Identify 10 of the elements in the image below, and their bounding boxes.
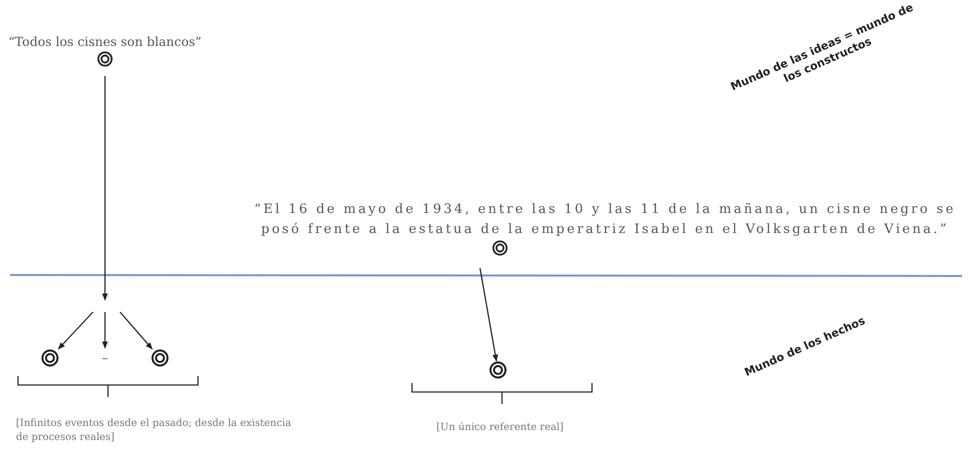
ellipsis-text: – bbox=[100, 349, 110, 367]
bracket-note: [Un único referente real] bbox=[435, 421, 565, 435]
quote-text: “El 16 de mayo de 1934, entre las 10 y las 11 de la mañana, un cisne negro se posó frente a la estatua de la emperatriz Isabel en el Volksgarten de Viena.” bbox=[253, 201, 957, 239]
arrow bbox=[479, 268, 498, 362]
arrow bbox=[58, 312, 94, 350]
bracket-note: [Infinitos eventos desde el pasado; desde la existencia de procesos reales] bbox=[16, 417, 292, 445]
arrow bbox=[102, 312, 108, 349]
arrow bbox=[120, 312, 153, 350]
arrow bbox=[102, 76, 108, 301]
quote-text: “Todos los cisnes son blancos” bbox=[7, 33, 203, 51]
